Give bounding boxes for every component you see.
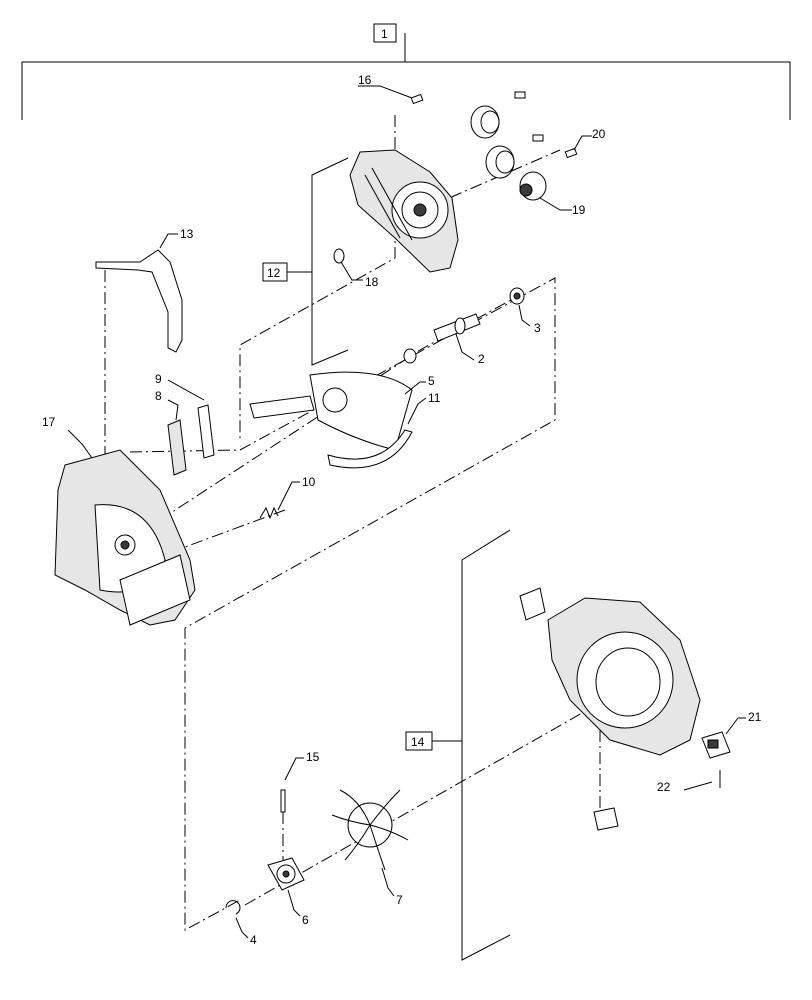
washer-18: 18 xyxy=(333,248,379,289)
fan-shroud-14 xyxy=(519,587,701,831)
centerlines xyxy=(104,115,641,931)
bolt-16: 16 xyxy=(358,73,424,105)
callout-13: 13 xyxy=(180,227,194,241)
callout-22: 22 xyxy=(657,780,671,794)
strap-13: 13 xyxy=(95,227,194,353)
callout-14: 14 xyxy=(411,735,425,749)
subassembly-bracket-12: 12 xyxy=(262,157,349,366)
callout-1: 1 xyxy=(381,27,388,41)
callout-8: 8 xyxy=(155,389,162,403)
callout-box-1 xyxy=(373,23,397,43)
callout-5: 5 xyxy=(428,374,435,388)
callout-20: 20 xyxy=(592,127,606,141)
snap-ring-4: 4 xyxy=(225,900,257,947)
pulley-middle xyxy=(485,134,544,179)
bracket-14-line xyxy=(461,529,511,961)
assembly-bracket-1: 1 xyxy=(21,23,791,120)
callout-18: 18 xyxy=(365,275,379,289)
bracket-12-line xyxy=(311,157,349,366)
bearing-small xyxy=(403,348,417,364)
housing-17: 17 xyxy=(42,415,196,626)
callout-4: 4 xyxy=(250,933,257,947)
spring-10: 10 xyxy=(259,475,316,520)
callout-2: 2 xyxy=(478,352,485,366)
liner-11: 11 xyxy=(327,391,441,469)
callout-12: 12 xyxy=(267,266,281,280)
callout-21: 21 xyxy=(748,710,762,724)
cover-21: 21 xyxy=(701,710,762,759)
hub-6: 6 xyxy=(267,857,309,927)
plate-5: 5 xyxy=(249,371,435,451)
callout-10: 10 xyxy=(302,475,316,489)
callout-7: 7 xyxy=(396,893,403,907)
callout-17: 17 xyxy=(42,415,56,429)
callout-16: 16 xyxy=(358,73,372,87)
callout-11: 11 xyxy=(428,391,441,405)
fan-7: 7 xyxy=(331,789,409,907)
bolt-20: 20 xyxy=(564,127,606,159)
pin-15: 15 xyxy=(280,750,320,813)
gearbox-cover xyxy=(349,149,459,273)
pin-22: 22 xyxy=(657,770,721,794)
plate-9: 9 xyxy=(155,372,215,459)
bracket-line xyxy=(21,33,791,120)
pulley-19: 19 xyxy=(519,171,586,217)
callout-19: 19 xyxy=(572,203,586,217)
pulley-upper xyxy=(470,91,526,139)
callout-6: 6 xyxy=(302,913,309,927)
shaft-2: 2 xyxy=(433,313,485,366)
callout-15: 15 xyxy=(306,750,320,764)
plate-8: 8 xyxy=(155,389,187,476)
subassembly-bracket-14: 14 xyxy=(405,529,511,961)
bearing-3: 3 xyxy=(509,287,541,335)
callout-9: 9 xyxy=(155,372,162,386)
callout-3: 3 xyxy=(534,321,541,335)
